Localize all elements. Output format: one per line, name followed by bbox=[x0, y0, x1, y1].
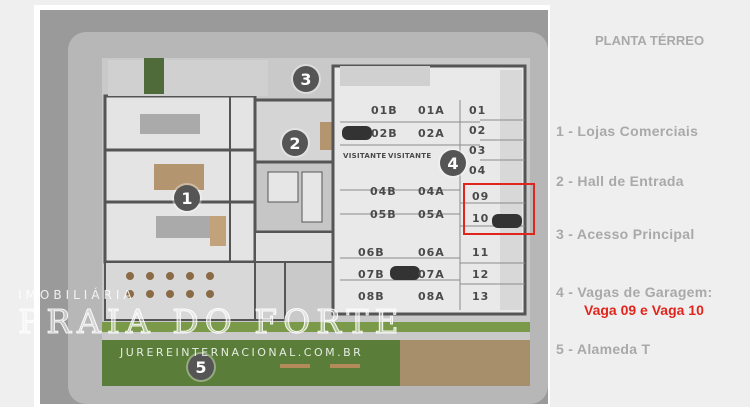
spot-12: 12 bbox=[472, 268, 490, 281]
marker-2: 2 bbox=[282, 130, 308, 156]
spot-07a: 07A bbox=[418, 268, 445, 281]
marker-5: 5 bbox=[188, 354, 214, 380]
marker-1: 1 bbox=[174, 185, 200, 211]
highlighted-parking-spots bbox=[463, 183, 535, 235]
spot-10: 10 bbox=[472, 212, 490, 225]
marker-3: 3 bbox=[293, 66, 319, 92]
spot-01b: 01B bbox=[371, 104, 398, 117]
spot-06a: 06A bbox=[418, 246, 445, 259]
spot-01a: 01A bbox=[418, 104, 445, 117]
spot-05a: 05A bbox=[418, 208, 445, 221]
spot-03: 03 bbox=[469, 144, 487, 157]
watermark-agency: IMOBILIÁRIA bbox=[18, 288, 136, 302]
spot-11: 11 bbox=[472, 246, 490, 259]
spot-07b: 07B bbox=[358, 268, 385, 281]
marker-4: 4 bbox=[440, 150, 466, 176]
spot-04a: 04A bbox=[418, 185, 445, 198]
spot-02b: 02B bbox=[371, 127, 398, 140]
spot-05b: 05B bbox=[370, 208, 397, 221]
legend-title: PLANTA TÉRREO bbox=[595, 33, 705, 48]
legend-item-4: 4 - Vagas de Garagem: bbox=[556, 284, 713, 300]
spot-13: 13 bbox=[472, 290, 490, 303]
spot-04: 04 bbox=[469, 164, 487, 177]
legend-item-5: 5 - Alameda T bbox=[556, 341, 651, 357]
legend-item-3: 3 - Acesso Principal bbox=[556, 226, 695, 242]
spot-09: 09 bbox=[472, 190, 490, 203]
spot-02: 02 bbox=[469, 124, 487, 137]
spot-08a: 08A bbox=[418, 290, 445, 303]
spot-08b: 08B bbox=[358, 290, 385, 303]
visitor-label-1: VISITANTE bbox=[343, 152, 387, 160]
spot-04b: 04B bbox=[370, 185, 397, 198]
spot-02a: 02A bbox=[418, 127, 445, 140]
legend-item-1: 1 - Lojas Comerciais bbox=[556, 123, 699, 139]
legend-item-2: 2 - Hall de Entrada bbox=[556, 173, 684, 189]
watermark-website: JUREREINTERNACIONAL.COM.BR bbox=[120, 346, 364, 359]
legend-highlight: Vaga 09 e Vaga 10 bbox=[584, 302, 704, 318]
spot-01: 01 bbox=[469, 104, 487, 117]
visitor-label-2: VISITANTE bbox=[388, 152, 432, 160]
spot-06b: 06B bbox=[358, 246, 385, 259]
watermark-brand: PRAIA DO FORTE bbox=[18, 302, 405, 342]
